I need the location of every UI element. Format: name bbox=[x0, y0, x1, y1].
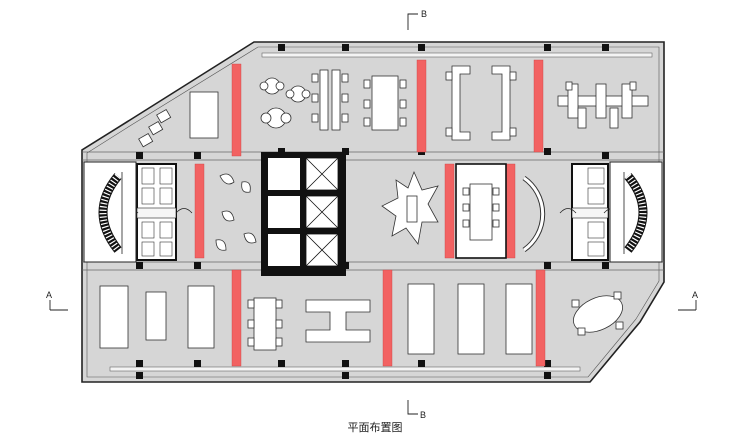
section-marker-top: B bbox=[407, 9, 427, 30]
round-tables bbox=[259, 77, 311, 129]
restroom-left bbox=[121, 163, 193, 261]
columns bbox=[136, 44, 609, 379]
section-label-top: B bbox=[421, 9, 427, 19]
section-label-bottom: B bbox=[420, 410, 426, 420]
section-label-left: A bbox=[46, 290, 52, 300]
section-marker-bottom: B bbox=[407, 400, 426, 420]
furniture-bottom bbox=[99, 283, 624, 355]
furniture-top bbox=[138, 65, 649, 148]
central-core bbox=[261, 152, 346, 276]
plan-caption: 平面布置图 bbox=[347, 421, 403, 434]
corridor-lines bbox=[82, 151, 664, 271]
section-label-right: A bbox=[692, 290, 698, 300]
stair-left bbox=[83, 161, 137, 263]
red-panels bbox=[194, 59, 546, 367]
furniture-middle bbox=[215, 163, 546, 259]
section-marker-right: A bbox=[678, 290, 698, 311]
restroom-right bbox=[559, 163, 621, 261]
oval-meeting-table bbox=[573, 295, 623, 333]
stair-right bbox=[609, 161, 663, 263]
building-inner-outline bbox=[86, 46, 660, 378]
section-marker-left: A bbox=[46, 290, 68, 311]
